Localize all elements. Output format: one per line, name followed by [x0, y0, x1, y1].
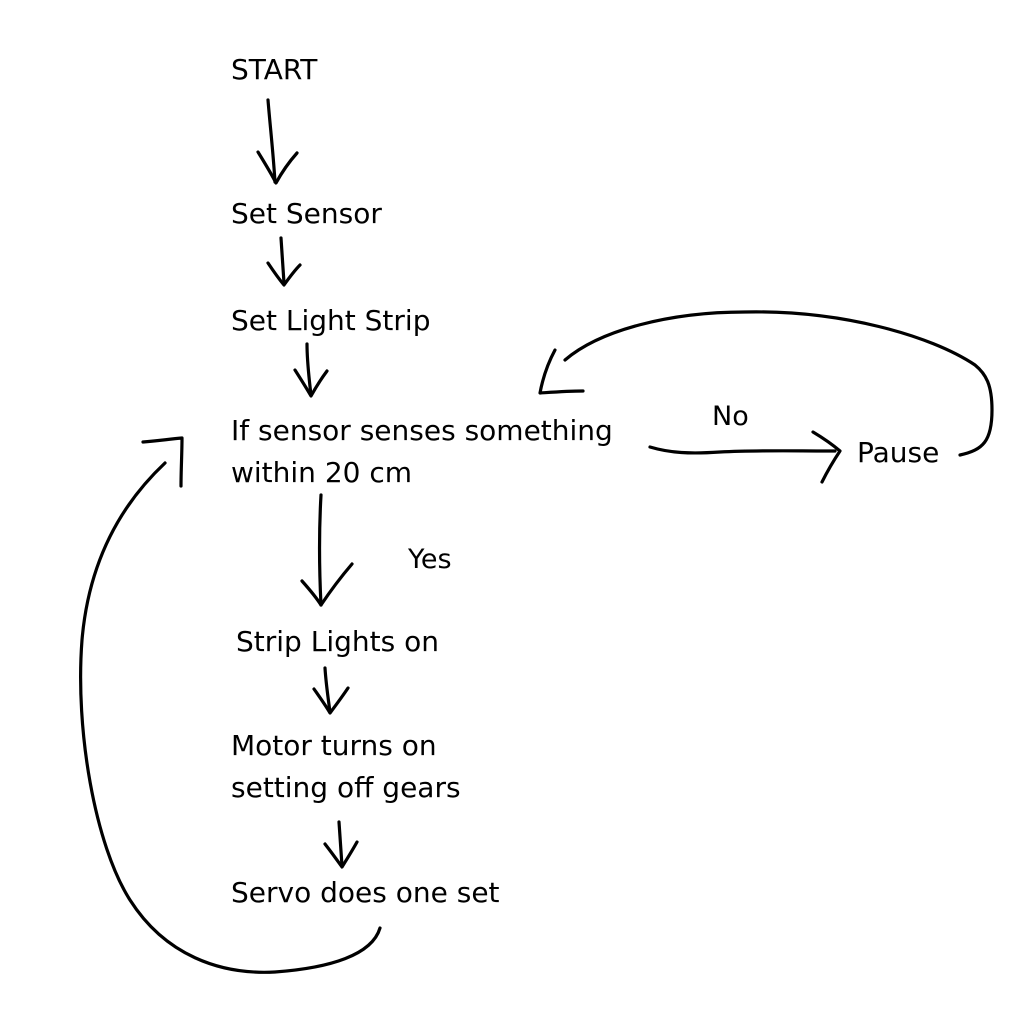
node-pause-label: Pause [857, 436, 940, 469]
node-strip-lights-on: Strip Lights on [236, 621, 439, 663]
arrowhead-strip-lights-to-motor [312, 686, 350, 715]
node-set-sensor: Set Sensor [231, 193, 382, 235]
node-condition-line-2: within 20 cm [231, 456, 413, 489]
edge-label-no: No [712, 396, 749, 438]
node-pause: Pause [857, 432, 939, 474]
edge-label-no-text: No [712, 401, 749, 432]
arrow-pause-loop-back [563, 310, 994, 457]
arrow-condition-to-strip-lights [317, 493, 323, 607]
arrow-motor-to-servo [337, 820, 344, 868]
arrowhead-set-sensor-to-light-strip [266, 261, 302, 287]
arrow-servo-loop-back [79, 461, 382, 974]
node-set-light-strip: Set Light Strip [231, 300, 430, 342]
node-servo: Servo does one set [231, 872, 500, 914]
node-servo-label: Servo does one set [231, 876, 500, 909]
arrow-strip-lights-to-motor [323, 666, 332, 714]
arrow-start-to-set-sensor [266, 98, 277, 184]
arrowhead-servo-loop-back [141, 436, 184, 488]
arrowhead-pause-loop-back [538, 348, 585, 395]
arrow-set-sensor-to-light-strip [279, 236, 286, 285]
arrowhead-condition-to-strip-lights [300, 562, 354, 607]
node-motor-line-1: Motor turns on [231, 729, 437, 762]
node-strip-lights-on-label: Strip Lights on [236, 625, 439, 658]
node-condition-line-1: If sensor senses something [231, 414, 613, 447]
node-condition: If sensor senses something within 20 cm [231, 410, 613, 494]
edge-label-yes: Yes [408, 539, 452, 581]
node-motor-line-2: setting off gears [231, 771, 461, 804]
node-set-sensor-label: Set Sensor [231, 197, 382, 230]
arrowhead-condition-to-pause [811, 430, 842, 484]
arrowhead-start-to-set-sensor [256, 150, 299, 185]
arrow-condition-to-pause [648, 445, 837, 455]
node-start-label: START [231, 53, 318, 86]
node-set-light-strip-label: Set Light Strip [231, 304, 431, 337]
arrow-light-strip-to-condition [305, 342, 313, 397]
arrowhead-light-strip-to-condition [293, 368, 329, 398]
arrowhead-motor-to-servo [323, 840, 359, 869]
node-start: START [231, 49, 317, 91]
node-motor: Motor turns on setting off gears [231, 725, 461, 809]
edge-label-yes-text: Yes [408, 544, 452, 575]
